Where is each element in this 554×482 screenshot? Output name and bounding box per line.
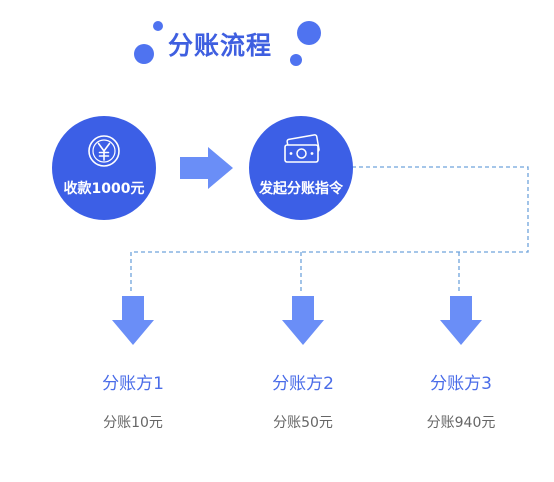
decor-dot-1 (153, 21, 163, 31)
flow-arrow-right (180, 147, 233, 189)
yuan-coin-icon (87, 134, 121, 172)
down-arrow-2 (282, 296, 324, 345)
banknote-icon (281, 134, 323, 170)
step-circle-instruct: 发起分账指令 (249, 116, 353, 220)
step-circle-collect: 收款1000元 (52, 116, 156, 220)
party-amount-1: 分账10元 (103, 415, 163, 431)
step-label-collect: 收款1000元 (63, 181, 145, 197)
decor-dot-2 (134, 44, 154, 64)
page-title: 分账流程 (168, 31, 273, 60)
down-arrow-1 (112, 296, 154, 345)
down-arrow-3 (440, 296, 482, 345)
party-name-3: 分账方3 (430, 374, 492, 394)
decor-dot-4 (290, 54, 302, 66)
dashed-connector (130, 166, 529, 294)
step-label-instruct: 发起分账指令 (259, 181, 343, 197)
party-amount-2: 分账50元 (273, 415, 333, 431)
party-name-1: 分账方1 (102, 374, 164, 394)
party-amount-3: 分账940元 (426, 415, 496, 431)
party-name-2: 分账方2 (272, 374, 334, 394)
decor-dot-3 (297, 21, 321, 45)
